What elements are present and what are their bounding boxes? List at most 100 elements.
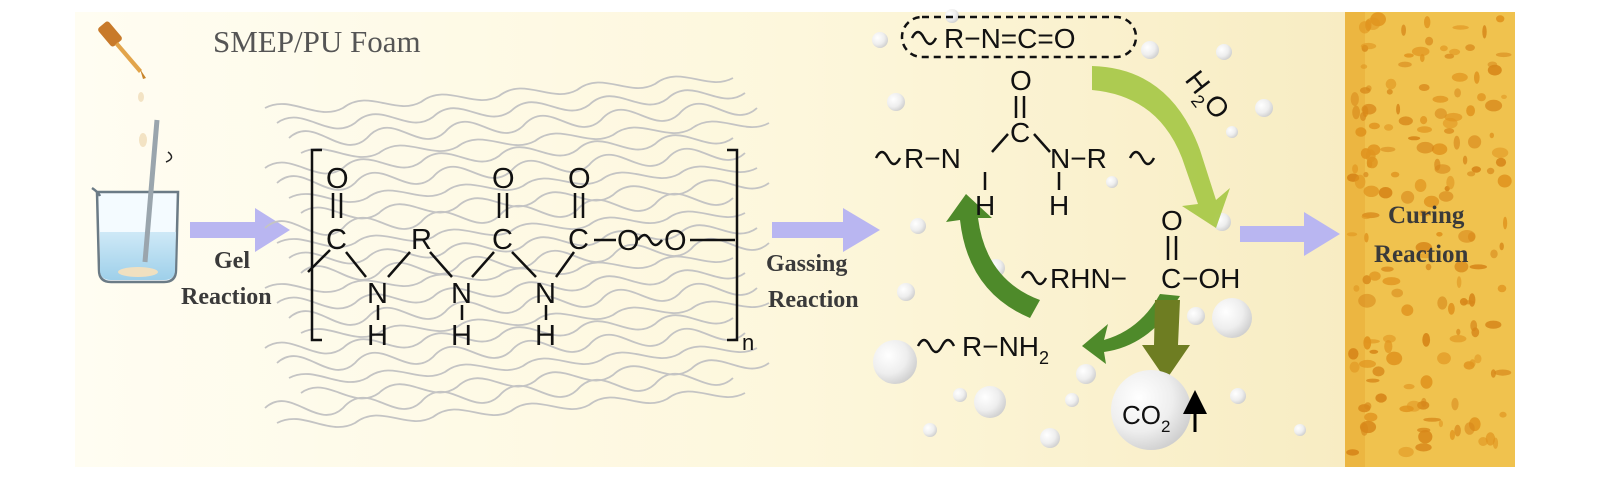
foam-pore	[1471, 166, 1482, 173]
fibre-strand	[276, 89, 746, 130]
foam-pore	[1424, 16, 1431, 29]
foam-pore	[1385, 78, 1397, 90]
fibre-strand	[288, 345, 758, 383]
fibre-strand	[264, 372, 734, 416]
arrow-gassing	[772, 208, 880, 252]
foam-pore	[1417, 126, 1432, 133]
gassing-label-line2: Reaction	[768, 287, 859, 313]
foam-pore	[1469, 264, 1488, 270]
gas-bubble	[887, 93, 905, 111]
arrow-isocyanate-to-carbamic	[1092, 66, 1230, 228]
fibre-strand	[288, 282, 758, 326]
foam-pore	[1346, 449, 1359, 456]
foam-pore	[1363, 336, 1372, 350]
foam-pore	[1487, 64, 1502, 76]
foam-pore	[1467, 171, 1476, 177]
foam-pore	[1386, 351, 1403, 366]
polymer-n-3: N	[535, 278, 556, 310]
foam-pore	[1349, 361, 1360, 373]
foam-pore	[1448, 302, 1455, 315]
foam-pore	[1438, 191, 1454, 202]
foam-pore	[1468, 135, 1482, 149]
foam-pore	[1352, 105, 1360, 120]
foam-pore	[1369, 271, 1381, 281]
foam-pore	[1420, 211, 1430, 217]
foam-pore	[1365, 19, 1372, 31]
polymer-n-2: N	[451, 278, 472, 310]
polymer-h-2: H	[451, 320, 472, 352]
foam-pore	[1491, 147, 1509, 159]
gas-bubble	[910, 218, 926, 234]
foam-pore	[1474, 354, 1482, 364]
gas-bubble	[897, 283, 915, 301]
carbamic-left: RHN−	[1050, 263, 1127, 294]
foam-pore	[1364, 412, 1378, 422]
polymer-r: R	[411, 224, 432, 256]
arrow-amine-to-urea	[946, 194, 1040, 318]
foam-pore	[1478, 437, 1488, 446]
foam-pore	[1444, 53, 1455, 59]
urea-h-right: H	[1049, 190, 1069, 221]
foam-pore	[1501, 94, 1507, 99]
foam-pore	[1485, 99, 1503, 112]
foam-pore	[1503, 216, 1508, 230]
gas-bubble	[1226, 126, 1238, 138]
gas-bubbles	[872, 9, 1306, 448]
polymer-c-3: C	[568, 224, 589, 256]
carbamic-bonds	[1020, 236, 1178, 286]
foam-pore	[1391, 288, 1403, 298]
foam-pore	[1485, 432, 1496, 446]
foam-pore	[1360, 112, 1367, 121]
urea-h-left: H	[975, 190, 995, 221]
foam-pore	[1464, 422, 1475, 435]
foam-pore	[1436, 232, 1443, 237]
gas-bubble	[923, 423, 937, 437]
gas-bubble	[1065, 393, 1079, 407]
polymer-h-3: H	[535, 320, 556, 352]
foam-pore	[1434, 108, 1447, 119]
gas-bubble	[1212, 298, 1252, 338]
foam-pore	[1466, 105, 1475, 117]
polymer-repeat-unit	[307, 148, 739, 342]
foam-pore	[1485, 320, 1502, 329]
polymer-c-1: C	[326, 224, 347, 256]
foam-pore	[1380, 146, 1396, 153]
foam-pore	[1375, 393, 1387, 403]
foam-pore	[1465, 44, 1475, 51]
gas-bubble	[1106, 176, 1118, 188]
foam-pore	[1456, 328, 1461, 336]
gas-bubble	[1255, 99, 1273, 117]
foam-pore	[1452, 25, 1469, 30]
foam-pore	[1364, 402, 1372, 410]
fibre-strand	[300, 300, 770, 338]
foam-pore	[1454, 260, 1469, 273]
foam-pore	[1358, 293, 1376, 308]
fibre-strand	[300, 359, 770, 400]
urea-o: O	[1010, 65, 1032, 96]
fibre-strand	[276, 390, 746, 428]
foam-pore	[1390, 171, 1400, 178]
foam-pore	[1462, 155, 1468, 165]
foam-pore	[1449, 335, 1467, 343]
arrow-curing	[1240, 212, 1340, 256]
urea-c: C	[1010, 117, 1030, 148]
foam-pore	[1398, 116, 1413, 126]
fibre-strand	[288, 224, 758, 265]
foam-pore	[1369, 349, 1379, 354]
foam-pore	[1489, 132, 1495, 139]
foam-pore	[1411, 46, 1430, 57]
foam-pore	[1434, 164, 1451, 174]
fibre-strand	[300, 179, 770, 220]
foam-pore	[1408, 136, 1421, 141]
fibre-strand	[264, 75, 734, 113]
co2-formula: CO2	[1122, 400, 1170, 436]
polymer-n-1: N	[367, 278, 388, 310]
fibre-strand	[276, 210, 746, 248]
foam-pore	[1396, 103, 1401, 115]
gas-bubble	[953, 388, 967, 402]
foam-pore	[1497, 284, 1507, 293]
foam-pore	[1401, 304, 1414, 317]
foam-pore	[1415, 443, 1432, 452]
foam-pore	[1490, 369, 1496, 378]
fibre-strand	[300, 237, 770, 281]
